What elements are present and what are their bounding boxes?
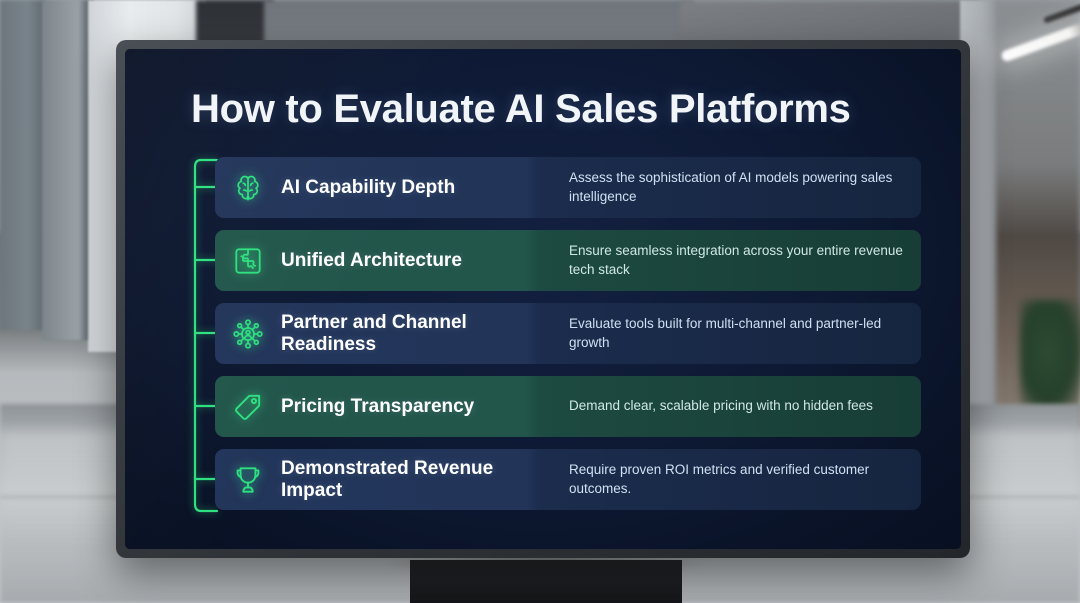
television-bezel: How to Evaluate AI Sales Platforms xyxy=(116,40,970,558)
list-item[interactable]: Partner and Channel Readiness Evaluate t… xyxy=(215,303,921,364)
list-item-label: Demonstrated Revenue Impact xyxy=(281,458,494,501)
television-screen: How to Evaluate AI Sales Platforms xyxy=(125,49,961,549)
list-item[interactable]: Unified Architecture Ensure seamless int… xyxy=(215,230,921,291)
trophy-icon xyxy=(231,463,265,497)
puzzle-piece-icon xyxy=(231,244,265,278)
list-item-label: Pricing Transparency xyxy=(281,395,475,417)
list-item[interactable]: Pricing Transparency Demand clear, scala… xyxy=(215,376,921,437)
list-item-description: Require proven ROI metrics and verified … xyxy=(569,462,870,496)
brain-icon xyxy=(231,171,265,205)
criteria-list: AI Capability Depth Assess the sophistic… xyxy=(215,157,921,522)
row-icon-cell xyxy=(215,390,281,424)
presentation-slide: How to Evaluate AI Sales Platforms xyxy=(125,49,961,549)
list-item-label: Unified Architecture xyxy=(281,249,462,271)
list-item-description: Demand clear, scalable pricing with no h… xyxy=(569,398,873,414)
row-icon-cell xyxy=(215,244,281,278)
wall-panel-left xyxy=(0,0,46,330)
page-title: How to Evaluate AI Sales Platforms xyxy=(191,87,851,131)
network-hub-icon xyxy=(230,316,266,352)
wall-panel-left-second xyxy=(42,0,94,340)
list-item-label: AI Capability Depth xyxy=(281,176,456,198)
price-tag-icon xyxy=(231,390,265,424)
list-item-description: Evaluate tools built for multi-channel a… xyxy=(569,316,882,350)
row-icon-cell xyxy=(215,463,281,497)
list-item[interactable]: Demonstrated Revenue Impact Require prov… xyxy=(215,449,921,510)
list-item-label: Partner and Channel Readiness xyxy=(281,312,467,355)
list-item[interactable]: AI Capability Depth Assess the sophistic… xyxy=(215,157,921,218)
list-item-description: Assess the sophistication of AI models p… xyxy=(569,170,893,204)
tv-stand xyxy=(410,560,682,603)
list-item-description: Ensure seamless integration across your … xyxy=(569,243,903,277)
row-icon-cell xyxy=(215,316,281,352)
row-icon-cell xyxy=(215,171,281,205)
